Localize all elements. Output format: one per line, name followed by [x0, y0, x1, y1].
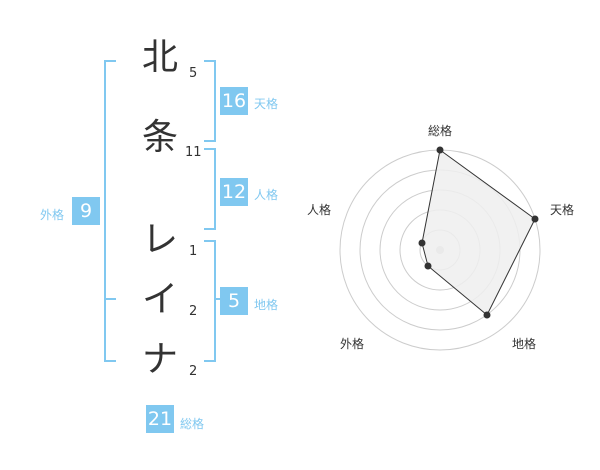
tenkaku-label: 天格 — [254, 97, 279, 111]
gaikaku-value: 9 — [72, 197, 100, 225]
tenkaku-value: 16 — [220, 87, 248, 115]
name-char: 条 — [141, 117, 178, 158]
name-char: ナ — [141, 339, 178, 380]
tenkaku-bracket — [204, 60, 216, 142]
jinkaku-label: 人格 — [254, 188, 279, 202]
stroke-count: 2 — [189, 364, 198, 379]
chikaku-value: 5 — [220, 287, 248, 315]
radar-label-chikaku: 地格 — [512, 337, 537, 351]
radar-label-jinkaku: 人格 — [307, 203, 332, 217]
name-char: レ — [141, 219, 178, 260]
bracket-tick — [216, 298, 220, 300]
soukaku-label: 総格 — [180, 417, 205, 431]
radar-label-tenkaku: 天格 — [550, 203, 575, 217]
jinkaku-bracket — [204, 148, 216, 230]
bracket-tick — [106, 298, 116, 300]
chikaku-label: 地格 — [254, 298, 279, 312]
stroke-count: 2 — [189, 304, 198, 319]
name-char: 北 — [141, 37, 178, 78]
radar-label-gaikaku: 外格 — [340, 337, 365, 351]
stroke-count: 5 — [189, 66, 198, 81]
gaikaku-bracket — [104, 60, 116, 362]
soukaku-value: 21 — [146, 405, 174, 433]
name-char: イ — [141, 279, 178, 320]
stroke-count: 1 — [189, 244, 198, 259]
chikaku-bracket — [204, 240, 216, 362]
stroke-count: 11 — [185, 145, 202, 160]
radar-label-soukaku: 総格 — [428, 124, 453, 138]
gaikaku-label: 外格 — [40, 208, 65, 222]
jinkaku-value: 12 — [220, 178, 248, 206]
